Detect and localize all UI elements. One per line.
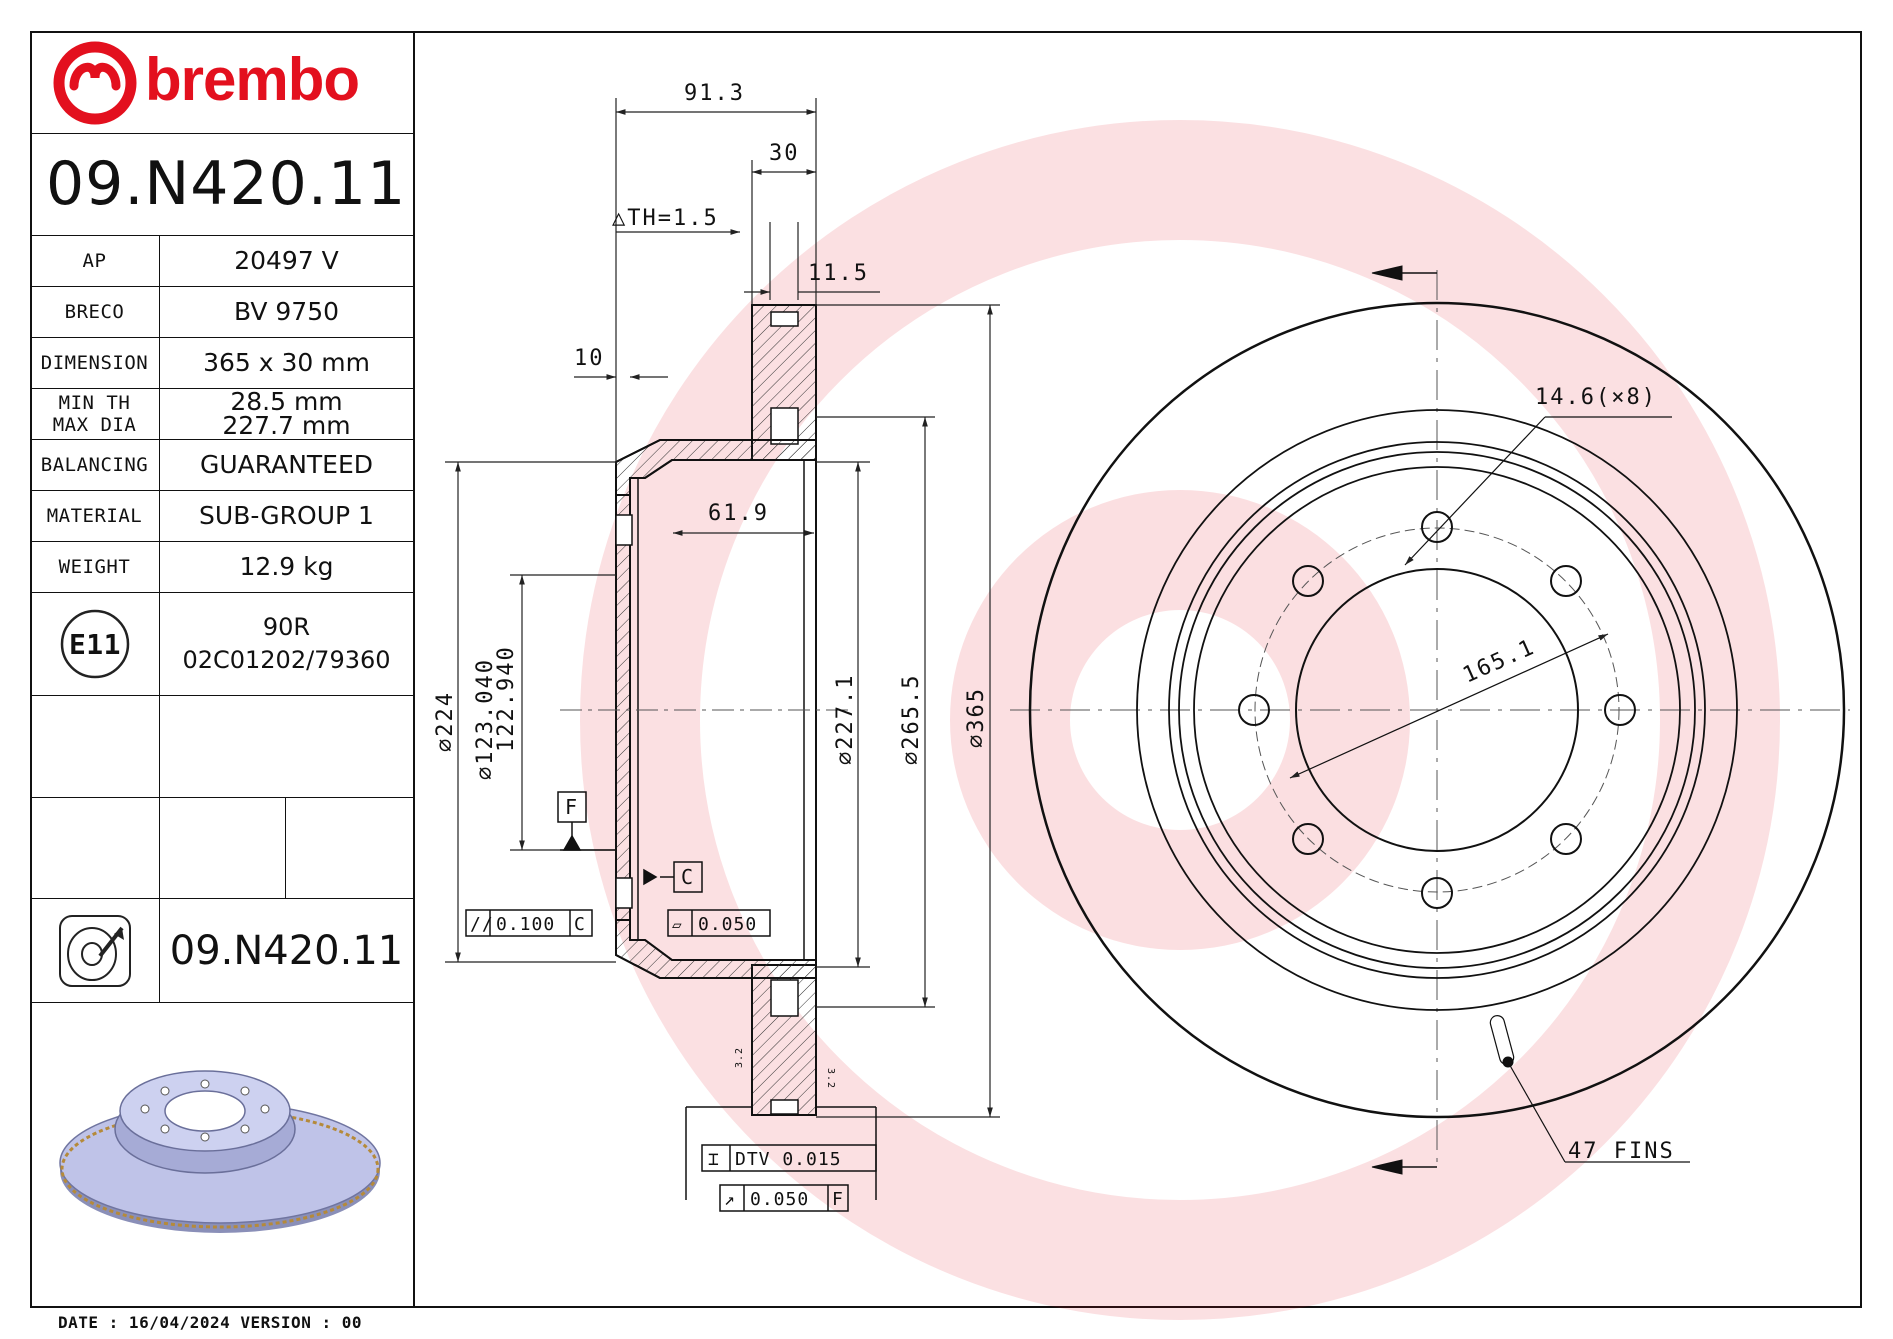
disc-3d-render-icon — [59, 1070, 381, 1233]
part-number: 09.N420.11 — [30, 133, 413, 236]
tol-parallel-ref: C — [574, 914, 586, 935]
fins-label: 47 FINS — [1568, 1139, 1675, 1164]
blank-divider — [285, 798, 286, 898]
tolerance-labels: F C // 0.100 C ▱ 0.050 ⌶ DTV 0.015 ↗ 0.0… — [470, 795, 844, 1210]
flatness-symbol-icon: ▱ — [672, 915, 683, 934]
e11-mark-icon: E11 — [60, 609, 129, 679]
runout-ref: F — [832, 1189, 844, 1210]
runout-symbol-icon: ↗ — [724, 1189, 736, 1210]
dim-d227: ⌀227.1 — [833, 674, 858, 765]
thumbnail-cell — [30, 899, 160, 1002]
dim-disc-thickness: 30 — [769, 141, 800, 166]
date-version-line: DATE : 16/04/2024 VERSION : 00 — [58, 1313, 362, 1332]
spec-key: MATERIAL — [30, 491, 160, 541]
spec-value: BV 9750 — [233, 297, 340, 326]
dim-bolt-holes: 14.6(×8) — [1535, 385, 1657, 410]
spec-row-min-max: MIN TH MAX DIA 28.5 mm 227.7 mm — [30, 389, 413, 440]
spec-row-material: MATERIAL SUB-GROUP 1 — [30, 491, 413, 542]
homologation-line2: 02C01202/79360 — [182, 646, 391, 674]
runout-value: 0.050 — [750, 1189, 809, 1210]
dim-d265: ⌀265.5 — [899, 674, 924, 765]
blank-cell — [30, 696, 160, 797]
section-dimensions — [445, 98, 1000, 1118]
footer-part-number: 09.N420.11 — [169, 927, 404, 974]
footer-part-row: 09.N420.11 — [30, 899, 413, 1003]
front-view — [1010, 265, 1850, 1175]
roughness-right: 3.2 — [825, 1068, 836, 1089]
tol-parallel-value: 0.100 — [496, 914, 555, 935]
homologation-mark-cell: E11 — [30, 593, 160, 695]
spec-value: 28.5 mm 227.7 mm — [222, 387, 351, 440]
spec-key: MIN TH MAX DIA — [30, 389, 160, 439]
dim-d365: ⌀365 — [964, 687, 989, 748]
disc-thumbnail-icon — [58, 914, 131, 987]
spec-value: 12.9 kg — [239, 552, 334, 581]
dim-d122: 122.940 — [494, 645, 519, 752]
spec-key: WEIGHT — [30, 542, 160, 592]
brand-logo: brembo — [30, 31, 413, 134]
dim-d123: ⌀123.040 — [473, 658, 498, 780]
brembo-logo-icon — [53, 41, 137, 125]
spec-row-ap: AP 20497 V — [30, 236, 413, 287]
svg-text:E11: E11 — [68, 628, 120, 661]
section-view — [560, 304, 850, 1116]
blank-cell — [30, 798, 160, 898]
dim-pcd: 165.1 — [1459, 635, 1539, 689]
spec-value: SUB-GROUP 1 — [199, 501, 374, 530]
dim-vane: 11.5 — [808, 261, 869, 286]
brand-name: brembo — [145, 46, 360, 113]
roughness-left: 3.2 — [734, 1047, 745, 1068]
spec-value: 20497 V — [234, 246, 339, 275]
blank-row-2 — [30, 798, 413, 899]
tolerance-frames — [465, 791, 877, 1212]
homologation-row: E11 90R 02C01202/79360 — [30, 593, 413, 696]
spec-key: DIMENSION — [30, 338, 160, 388]
section-labels: 91.3 30 △TH=1.5 11.5 10 61.9 ⌀224 ⌀123.0… — [433, 81, 989, 780]
spec-row-breco: BRECO BV 9750 — [30, 287, 413, 338]
spec-key: AP — [30, 236, 160, 286]
dtv-value: DTV 0.015 — [735, 1149, 842, 1170]
spec-row-weight: WEIGHT 12.9 kg — [30, 542, 413, 593]
homologation-line1: 90R — [262, 613, 311, 641]
dim-hat-wall: 10 — [574, 346, 605, 371]
blank-row-1 — [30, 696, 413, 798]
spec-row-dimension: DIMENSION 365 x 30 mm — [30, 338, 413, 389]
spec-key: BRECO — [30, 287, 160, 337]
title-block: brembo 09.N420.11 AP 20497 V BRECO BV 97… — [30, 31, 415, 1308]
sheet-frame — [30, 31, 1862, 1308]
spec-value: 365 x 30 mm — [203, 348, 370, 377]
tol-flat-value: 0.050 — [698, 914, 757, 935]
spec-row-balancing: BALANCING GUARANTEED — [30, 440, 413, 491]
dim-d224: ⌀224 — [433, 691, 458, 752]
spec-key: BALANCING — [30, 440, 160, 490]
datum-f-label: F — [565, 795, 578, 819]
homologation-text: 90R 02C01202/79360 — [160, 593, 413, 695]
thickness-symbol-icon: ⌶ — [708, 1149, 720, 1170]
dim-hat-depth: 61.9 — [708, 501, 769, 526]
spec-value: GUARANTEED — [199, 450, 374, 479]
dim-overall-width: 91.3 — [684, 81, 745, 106]
datum-c-label: C — [681, 865, 694, 889]
dim-th: △TH=1.5 — [612, 206, 719, 231]
parallel-symbol-icon: // — [470, 914, 494, 935]
